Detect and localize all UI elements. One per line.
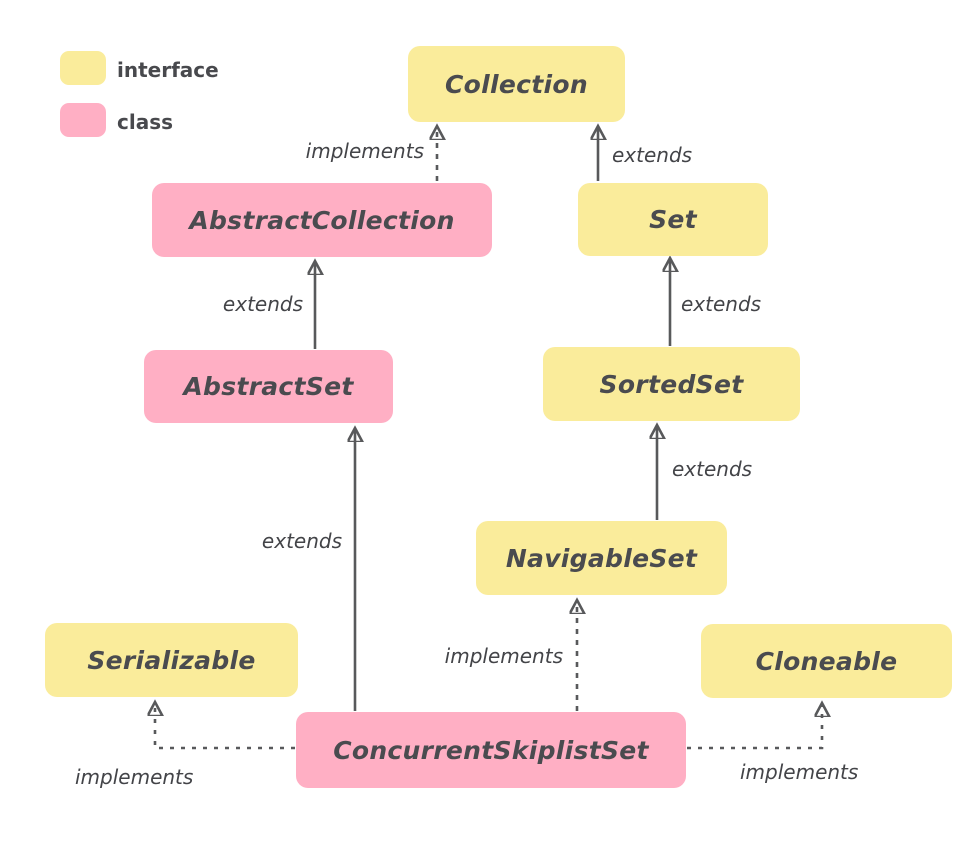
node-navigable-set: NavigableSet bbox=[476, 521, 727, 595]
node-sorted-set: SortedSet bbox=[543, 347, 800, 421]
legend-interface-swatch bbox=[60, 51, 106, 85]
node-serializable-label: Serializable bbox=[87, 645, 256, 675]
node-cloneable-label: Cloneable bbox=[755, 646, 898, 676]
node-set: Set bbox=[578, 183, 768, 256]
edge-label-extends-sortedset: extends bbox=[672, 457, 753, 481]
node-serializable: Serializable bbox=[45, 623, 298, 697]
node-abstract-collection: AbstractCollection bbox=[152, 183, 492, 257]
edge-label-extends-collection: extends bbox=[612, 143, 693, 167]
legend-class-label: class bbox=[117, 110, 174, 134]
node-abstract-collection-label: AbstractCollection bbox=[189, 205, 455, 235]
node-concurrent-skiplist-set: ConcurrentSkiplistSet bbox=[296, 712, 686, 788]
edge-label-extends-set: extends bbox=[681, 292, 762, 316]
node-cloneable: Cloneable bbox=[701, 624, 952, 698]
node-collection-label: Collection bbox=[445, 69, 588, 99]
edge-label-extends-abstractset: extends bbox=[261, 529, 342, 553]
node-set-label: Set bbox=[649, 205, 697, 234]
edge-label-implements-collection: implements bbox=[305, 139, 424, 163]
edge-concurrentskiplistset-implements-cloneable bbox=[687, 704, 822, 750]
node-concurrent-skiplist-set-label: ConcurrentSkiplistSet bbox=[333, 735, 649, 765]
edge-label-implements-navigableset: implements bbox=[444, 644, 563, 668]
edge-concurrentskiplistset-implements-serializable bbox=[155, 703, 295, 750]
legend-interface-label: interface bbox=[117, 58, 219, 82]
node-abstract-set: AbstractSet bbox=[144, 350, 393, 423]
edge-label-implements-serializable: implements bbox=[75, 765, 194, 789]
node-abstract-set-label: AbstractSet bbox=[183, 372, 354, 401]
node-sorted-set-label: SortedSet bbox=[599, 369, 744, 399]
edge-label-implements-cloneable: implements bbox=[740, 760, 859, 784]
edge-label-extends-abstractcollection: extends bbox=[222, 292, 303, 316]
node-navigable-set-label: NavigableSet bbox=[505, 543, 698, 573]
legend-class-swatch bbox=[60, 103, 106, 137]
node-collection: Collection bbox=[408, 46, 625, 122]
